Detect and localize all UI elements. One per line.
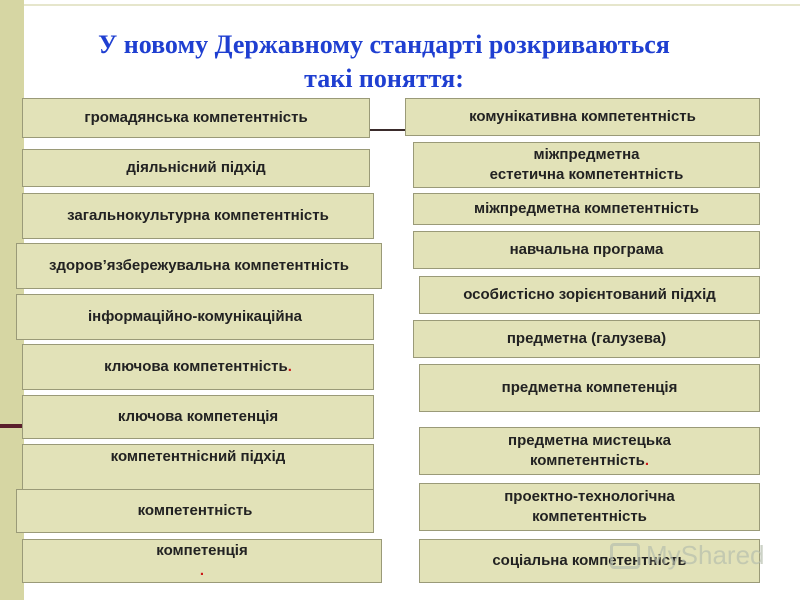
title-line-2: такі поняття:	[304, 64, 464, 93]
concept-label: міжпредметна компетентність	[474, 200, 699, 217]
top-rule	[24, 4, 800, 6]
connector-line	[368, 129, 406, 131]
concept-label: інформаційно-комунікаційна	[88, 308, 302, 325]
concept-label-row: компетентність.	[530, 451, 649, 471]
concept-suffix: .	[287, 358, 292, 375]
concept-box-left-7: ключова компетенція	[22, 395, 374, 439]
concept-label: компетентнісний підхід	[110, 448, 286, 465]
concept-label: загальнокультурна компетентність	[67, 207, 329, 224]
concept-box-right-4: навчальна програма	[413, 231, 760, 269]
concept-box-left-2: діяльнісний підхід	[22, 149, 370, 187]
concept-label: діяльнісний підхід	[126, 159, 266, 176]
presentation-icon	[610, 542, 640, 569]
watermark-text: MyShared	[646, 540, 765, 570]
concept-box-right-2: міжпредметна естетична компетентність	[413, 142, 760, 188]
concept-suffix: .	[199, 562, 205, 579]
concept-box-right-1: комунікативна компетентність	[405, 98, 760, 136]
concept-label: компетентність	[137, 502, 253, 519]
concept-label: навчальна програма	[509, 241, 664, 258]
concept-box-right-5: особистісно зорієнтований підхід	[419, 276, 760, 314]
title-line-1: У новому Державному стандарті розкривают…	[98, 30, 670, 59]
concept-label: ключова компетентність	[104, 358, 288, 375]
concept-box-right-9: проектно-технологічна компетентність	[419, 483, 760, 531]
concept-box-left-8: компетентнісний підхід	[22, 444, 374, 490]
slide-title: У новому Державному стандарті розкривают…	[24, 28, 744, 96]
concept-box-left-9: компетентність	[16, 489, 374, 533]
concept-box-right-7: предметна компетенція	[419, 364, 760, 412]
concept-label: предметна (галузева)	[506, 330, 667, 347]
concept-box-right-8: предметна мистецька компетентність.	[419, 427, 760, 475]
concept-label-line-1: міжпредметна	[533, 146, 640, 163]
watermark: MyShared	[610, 540, 765, 571]
concept-label: ключова компетенція	[117, 408, 279, 425]
concept-box-left-1: громадянська компетентність	[22, 98, 370, 138]
concept-label: комунікативна компетентність	[469, 108, 696, 125]
concept-label: особистісно зорієнтований підхід	[463, 286, 716, 303]
concept-box-left-4: здоров’язбережувальна компетентність	[16, 243, 382, 289]
concept-label-line-2: компетентність	[530, 452, 645, 469]
concept-label: компетенція	[156, 542, 248, 559]
concept-box-left-5: інформаційно-комунікаційна	[16, 294, 374, 340]
concept-suffix: .	[644, 452, 649, 469]
concept-box-right-3: міжпредметна компетентність	[413, 193, 760, 225]
concept-label-line-1: проектно-технологічна	[504, 488, 675, 505]
concept-label-row: ключова компетентність.	[104, 357, 292, 377]
concept-label: здоров’язбережувальна компетентність	[48, 257, 350, 274]
concept-label: предметна компетенція	[501, 379, 678, 396]
concept-box-right-6: предметна (галузева)	[413, 320, 760, 358]
concept-box-left-10: компетенція .	[22, 539, 382, 583]
concept-label: громадянська компетентність	[84, 109, 308, 126]
left-decor-mark	[0, 424, 24, 428]
concept-label-line-1: предметна мистецька	[508, 432, 671, 449]
concept-box-left-6: ключова компетентність.	[22, 344, 374, 390]
concept-label-line-2: компетентність	[532, 508, 647, 525]
concept-box-left-3: загальнокультурна компетентність	[22, 193, 374, 239]
concept-label-line-2: естетична компетентність	[489, 166, 684, 183]
